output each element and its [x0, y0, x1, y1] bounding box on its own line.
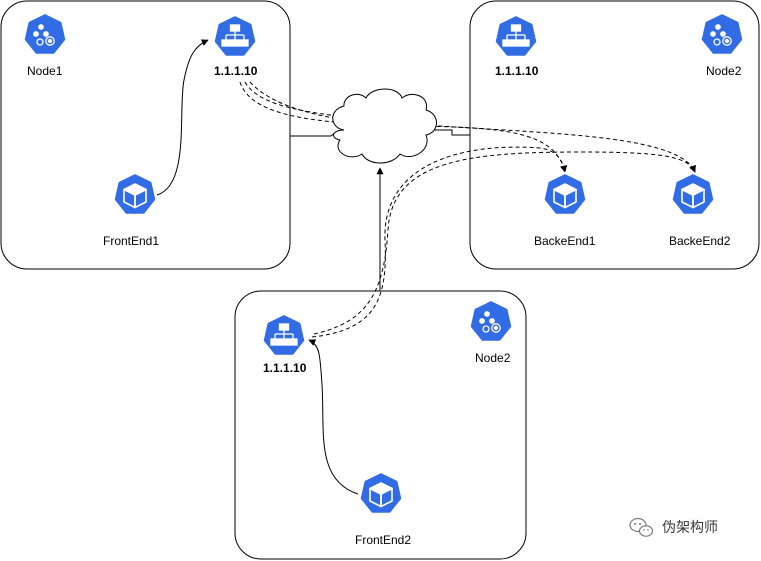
service-icon-3	[261, 313, 307, 357]
pod-label-frontend1: FrontEnd1	[103, 234, 159, 248]
arrow-frontend2-service	[308, 339, 359, 495]
node-label-3: Node2	[475, 351, 511, 365]
pod-label-backend2: BackeEnd2	[669, 234, 731, 248]
service-icon-2	[493, 14, 539, 58]
route-svc3-backend1	[311, 146, 568, 338]
node-box-1	[0, 0, 291, 270]
service-label-2: 1.1.1.10	[495, 64, 539, 78]
pod-icon-frontend2	[358, 471, 404, 515]
link-cloud-node2	[428, 129, 470, 136]
watermark-text: 伪架构师	[662, 520, 718, 536]
service-label-3: 1.1.1.10	[263, 361, 307, 375]
arrow-frontend1-service	[156, 39, 209, 196]
node-label-2: Node2	[706, 64, 742, 78]
wechat-icon	[629, 517, 654, 537]
link-node1-cloud	[290, 131, 337, 137]
route-svc1-backend1	[239, 81, 567, 173]
node-label-1: Node1	[27, 64, 63, 78]
service-icon-1	[212, 14, 258, 58]
route-svc1-cloud	[249, 81, 426, 133]
pod-icon-backend1	[542, 172, 588, 216]
node-icon-3	[468, 299, 514, 343]
node-icon-2	[699, 12, 745, 56]
route-svc3-backend2	[313, 151, 696, 335]
pod-icon-frontend1	[112, 172, 158, 216]
cloud-icon	[332, 88, 437, 164]
pod-label-backend1: BackeEnd1	[534, 234, 596, 248]
service-label-1: 1.1.1.10	[214, 64, 258, 78]
pod-label-frontend2: FrontEnd2	[355, 533, 411, 547]
node-icon-1	[22, 12, 68, 56]
route-svc1-backend2	[244, 81, 696, 173]
pod-icon-backend2	[670, 172, 716, 216]
